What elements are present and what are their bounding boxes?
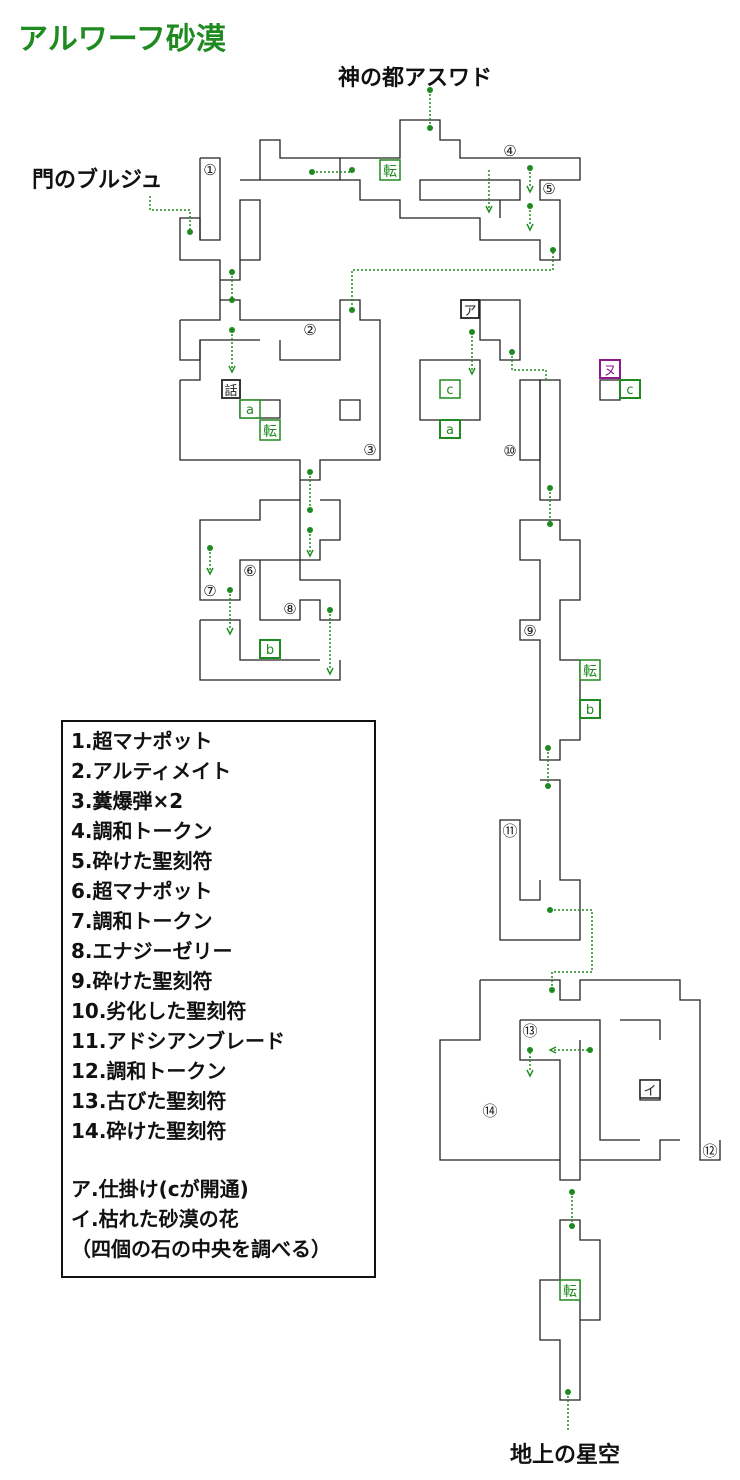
legend-box: 1.超マナポット 2.アルティメイト 3.糞爆弾×2 4.調和トークン 5.砕けた聖刻符…: [61, 720, 376, 1278]
marker-boxes: [221, 159, 661, 1301]
place-label-left: 門のブルジュ: [32, 168, 163, 193]
legend-notes: ア.仕掛け(cが開通) イ.枯れた砂漠の花 （四個の石の中央を調べる）: [71, 1174, 374, 1264]
legend-item: 14.砕けた聖刻符: [71, 1119, 227, 1143]
legend-note: イ.枯れた砂漠の花: [71, 1207, 239, 1231]
map-title: アルワーフ砂漠: [18, 22, 226, 57]
door-marker-b: b: [266, 643, 274, 658]
legend-item: 11.アドシアンブレード: [71, 1029, 286, 1053]
treasure-marker-9: ⑨: [523, 622, 536, 640]
treasure-marker-6: ⑥: [243, 562, 256, 580]
map-routes: [149, 90, 593, 1430]
treasure-marker-3: ③: [363, 441, 376, 459]
door-marker-a: a: [246, 403, 254, 418]
map-walls: [179, 119, 721, 1401]
door-marker-a: a: [446, 423, 454, 438]
door-marker-c: c: [626, 383, 633, 398]
treasure-marker-14: ⑭: [482, 1102, 497, 1120]
legend-item: 5.砕けた聖刻符: [71, 849, 213, 873]
treasure-marker-1: ①: [203, 161, 216, 179]
legend-item: 4.調和トークン: [71, 819, 213, 843]
treasure-marker-2: ②: [303, 321, 316, 339]
place-label-bottom: 地上の星空: [510, 1443, 621, 1468]
legend-item: 6.超マナポット: [71, 879, 213, 903]
warp-marker: 転: [563, 1284, 577, 1300]
legend-item: 12.調和トークン: [71, 1059, 227, 1083]
switch-marker-a: ア: [463, 304, 476, 319]
route-arrows: [206, 185, 557, 1078]
legend-item: 13.古びた聖刻符: [71, 1089, 227, 1113]
legend-note: （四個の石の中央を調べる）: [71, 1237, 331, 1261]
switch-marker-nu: ヌ: [603, 364, 616, 379]
treasure-marker-12: ⑫: [702, 1142, 717, 1160]
talk-marker: 話: [224, 383, 237, 399]
warp-marker: 転: [383, 164, 397, 180]
legend-item: 2.アルティメイト: [71, 759, 232, 783]
door-marker-c: c: [446, 383, 453, 398]
treasure-marker-11: ⑪: [502, 822, 517, 840]
treasure-marker-7: ⑦: [203, 582, 216, 600]
legend-item: 9.砕けた聖刻符: [71, 969, 213, 993]
legend-item: 3.糞爆弾×2: [71, 789, 184, 813]
legend-item: 8.エナジーゼリー: [71, 939, 233, 963]
treasure-marker-5: ⑤: [542, 180, 555, 198]
legend-item: 7.調和トークン: [71, 909, 213, 933]
legend-items: 1.超マナポット 2.アルティメイト 3.糞爆弾×2 4.調和トークン 5.砕けた聖刻符…: [71, 726, 374, 1146]
treasure-marker-10: ⑩: [503, 442, 516, 460]
door-marker-b: b: [586, 703, 594, 718]
event-marker-i: イ: [643, 1084, 656, 1099]
treasure-marker-4: ④: [503, 142, 516, 160]
legend-item: 10.劣化した聖刻符: [71, 999, 247, 1023]
legend-item: 1.超マナポット: [71, 729, 213, 753]
route-dots: [187, 87, 593, 1395]
place-label-top: 神の都アスワド: [338, 66, 493, 91]
legend-note: ア.仕掛け(cが開通): [71, 1177, 249, 1201]
treasure-marker-13: ⑬: [522, 1022, 537, 1040]
treasure-marker-8: ⑧: [283, 600, 296, 618]
warp-marker: 転: [583, 664, 597, 680]
warp-marker: 転: [263, 424, 277, 440]
